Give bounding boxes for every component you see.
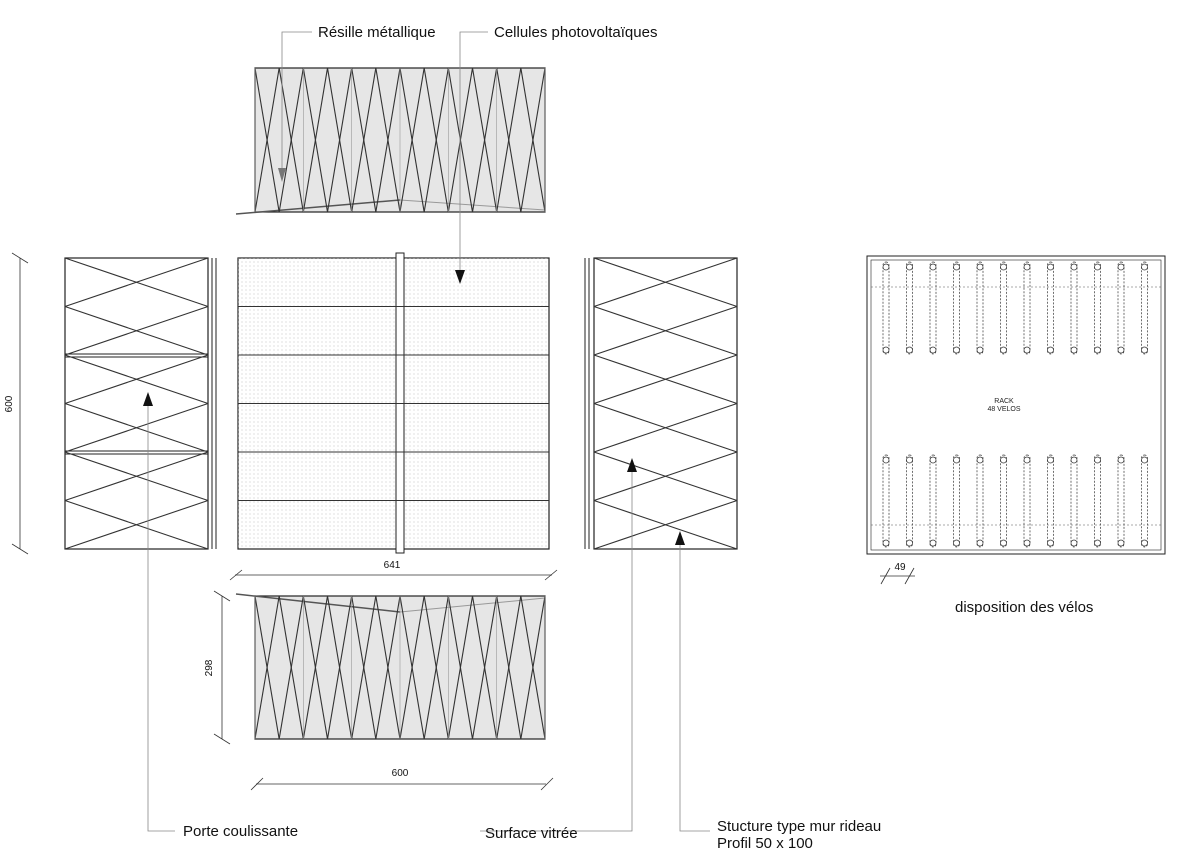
dimension-lines xyxy=(11,252,915,791)
label-surface: Surface vitrée xyxy=(485,825,578,842)
left-elevation xyxy=(64,257,217,550)
bike-rack-plan xyxy=(866,255,1166,555)
dim-width-bottom: 600 xyxy=(392,768,409,779)
dim-height-bottom: 298 xyxy=(204,659,215,676)
label-porte: Porte coulissante xyxy=(183,823,298,840)
label-resille: Résille métallique xyxy=(318,24,436,41)
roof-plan xyxy=(237,252,550,554)
arrow-markers xyxy=(143,168,685,545)
dim-height-left: 600 xyxy=(4,395,15,412)
leader-lines xyxy=(147,31,710,832)
right-elevation xyxy=(584,257,738,550)
label-cellules: Cellules photovoltaïques xyxy=(494,24,657,41)
rack-label-2: 48 VELOS xyxy=(987,406,1020,413)
bottom-elevation xyxy=(235,593,546,740)
dim-width-roof: 641 xyxy=(384,560,401,571)
label-structure-1: Stucture type mur rideau xyxy=(717,818,881,835)
rack-label-1: RACK xyxy=(994,398,1014,405)
top-elevation xyxy=(235,67,546,215)
label-structure-2: Profil 50 x 100 xyxy=(717,835,813,852)
dim-rack-spacing: 49 xyxy=(894,562,906,573)
label-disposition: disposition des vélos xyxy=(955,599,1093,616)
